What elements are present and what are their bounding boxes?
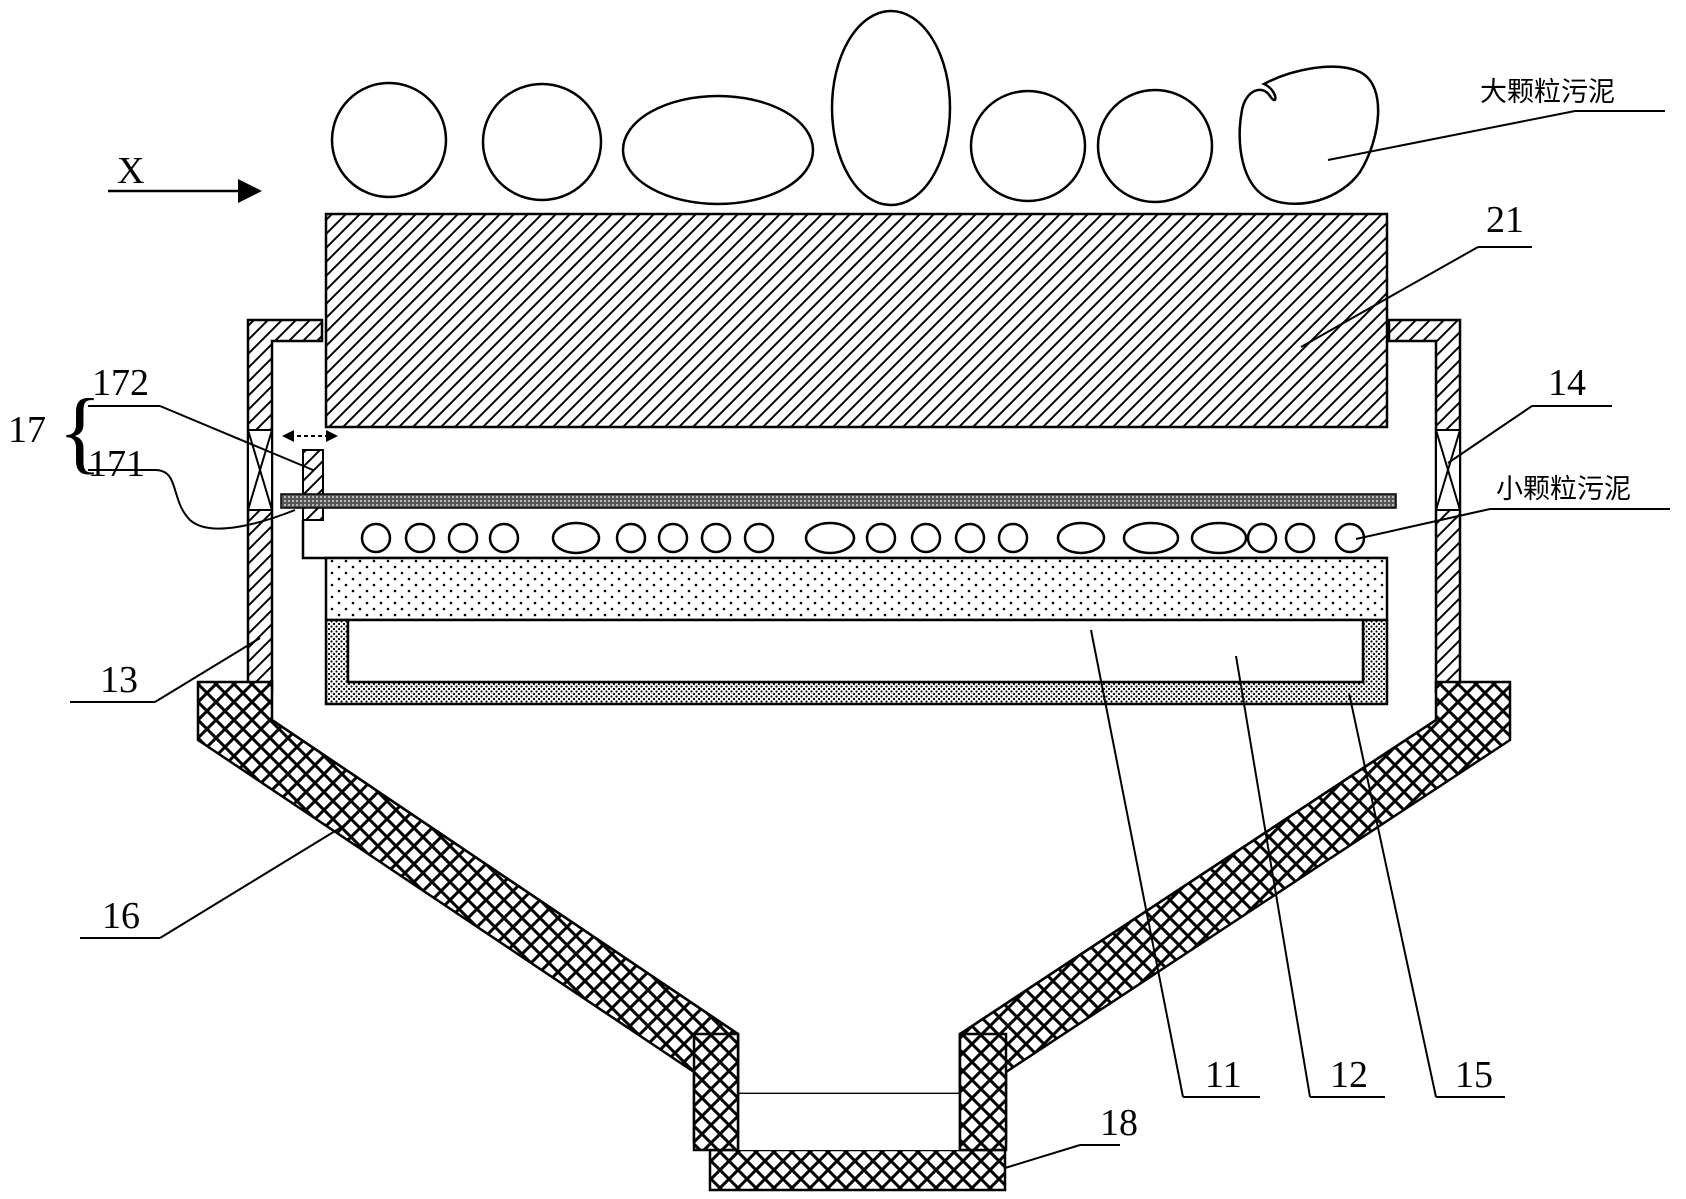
valve-left-14 [247,429,273,511]
arrow-left-head-icon [282,430,294,442]
label-14: 14 [1548,362,1586,404]
funnel-16 [196,680,1512,1144]
brace-17: { [58,380,102,482]
direction-indicator: X [108,150,262,203]
screen-block-21 [324,212,1389,429]
label-12: 12 [1330,1054,1368,1096]
label-small-sludge: 小颗粒污泥 [1496,474,1631,505]
valve-right-14 [1435,429,1461,511]
filter-layer-11 [324,556,1389,622]
leader-lines [70,110,1670,1169]
label-18: 18 [1100,1102,1138,1144]
outlet-channel [738,1094,960,1150]
outlet-neck-left [692,1032,740,1152]
arrow-right-head-icon [326,430,338,442]
label-16: 16 [102,895,140,937]
arrow-right-icon [238,179,262,203]
small-sludge-particles [360,521,1366,555]
outlet-18 [708,1148,1007,1192]
label-15: 15 [1455,1054,1493,1096]
chamber-12 [346,618,1365,684]
label-21: 21 [1486,199,1524,241]
membrane-strip-171 [280,493,1397,509]
scraper-plate-172 [302,449,324,521]
large-sludge-particles [330,9,1380,207]
label-171: 171 [88,443,145,485]
label-large-sludge: 大颗粒污泥 [1480,77,1615,108]
label-13: 13 [100,659,138,701]
direction-label: X [117,150,144,192]
label-17: 17 [8,409,46,451]
label-172: 172 [92,362,149,404]
label-11: 11 [1205,1054,1242,1096]
outlet-neck-right [958,1032,1008,1152]
